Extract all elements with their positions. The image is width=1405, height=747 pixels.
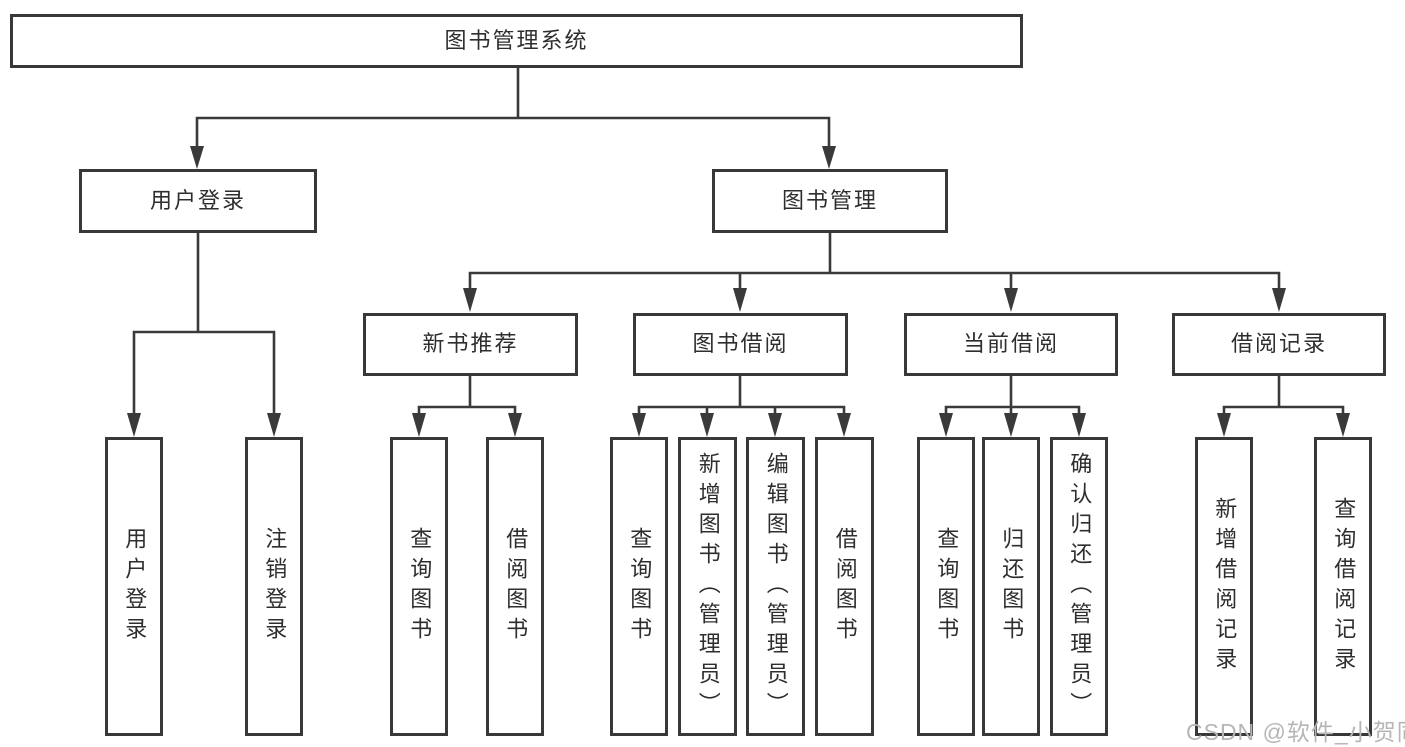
node-query-books-borrow: 查询图书 bbox=[610, 437, 668, 736]
node-edit-books-admin: 编辑图书（管理员） bbox=[746, 437, 805, 736]
node-query-books-recommend: 查询图书 bbox=[390, 437, 448, 736]
node-add-books-admin: 新增图书（管理员） bbox=[678, 437, 737, 736]
connector-user-login-children bbox=[127, 233, 281, 437]
node-user-login-module: 用户登录 bbox=[79, 169, 317, 233]
node-current-borrowing: 当前借阅 bbox=[904, 313, 1118, 376]
node-borrow-books-recommend: 借阅图书 bbox=[486, 437, 544, 736]
node-book-management: 图书管理 bbox=[712, 169, 948, 233]
node-new-book-recommend: 新书推荐 bbox=[363, 313, 578, 376]
node-logout: 注销登录 bbox=[245, 437, 303, 736]
connector-book-borrow-children bbox=[632, 376, 851, 437]
node-confirm-return-admin: 确认归还（管理员） bbox=[1050, 437, 1108, 736]
node-add-borrow-record: 新增借阅记录 bbox=[1195, 437, 1253, 736]
node-return-books: 归还图书 bbox=[982, 437, 1040, 736]
node-borrow-books: 借阅图书 bbox=[815, 437, 874, 736]
connector-borrow-record-children bbox=[1217, 376, 1350, 437]
watermark: CSDN @软件_小贺同学 bbox=[1186, 719, 1405, 745]
node-query-borrow-record: 查询借阅记录 bbox=[1314, 437, 1372, 736]
node-book-borrowing: 图书借阅 bbox=[633, 313, 848, 376]
node-user-login: 用户登录 bbox=[105, 437, 163, 736]
node-query-books-current: 查询图书 bbox=[917, 437, 975, 736]
connector-book-mgmt-children bbox=[463, 233, 1286, 312]
connector-root-to-level2 bbox=[190, 68, 836, 169]
connector-current-borrow-children bbox=[939, 376, 1086, 437]
node-library-system: 图书管理系统 bbox=[10, 14, 1023, 68]
connector-new-book-children bbox=[412, 376, 522, 437]
node-borrowing-records: 借阅记录 bbox=[1172, 313, 1386, 376]
